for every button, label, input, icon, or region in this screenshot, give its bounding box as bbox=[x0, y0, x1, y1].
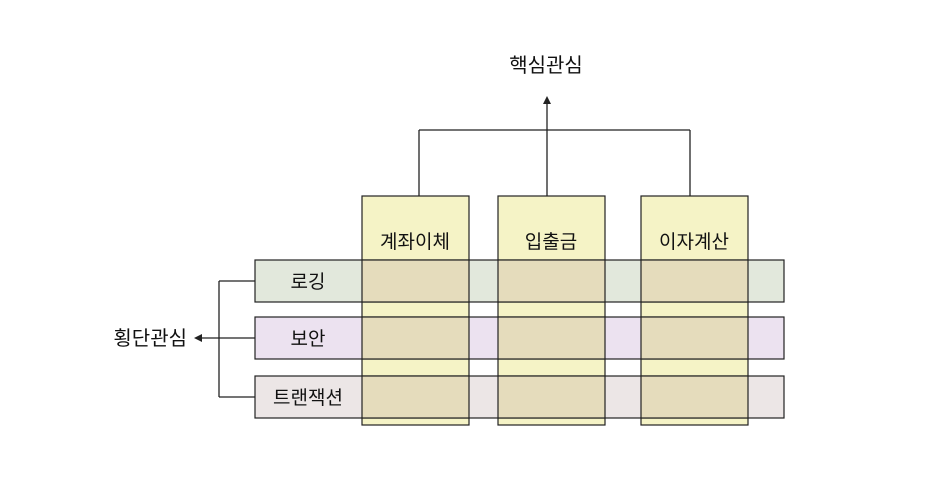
core-concern-title: 핵심관심 bbox=[509, 53, 583, 77]
overlap-security-interest-calculation bbox=[640, 316, 749, 360]
module-label-interest-calculation: 이자계산 bbox=[659, 231, 729, 253]
overlap-logging-deposit-withdrawal bbox=[497, 259, 606, 303]
overlap-cells bbox=[361, 259, 749, 419]
overlap-security-account-transfer bbox=[361, 316, 470, 360]
overlap-logging-account-transfer bbox=[361, 259, 470, 303]
aspect-label-transaction: 트랜잭션 bbox=[273, 387, 343, 409]
crosscutting-connector bbox=[194, 280, 255, 398]
overlap-transaction-interest-calculation bbox=[640, 375, 749, 419]
overlap-logging-interest-calculation bbox=[640, 259, 749, 303]
overlap-transaction-deposit-withdrawal bbox=[497, 375, 606, 419]
core-concern-connector bbox=[418, 96, 691, 196]
aspect-label-logging: 로깅 bbox=[291, 271, 326, 293]
module-label-account-transfer: 계좌이체 bbox=[380, 231, 450, 253]
crosscutting-concern-title: 횡단관심 bbox=[113, 326, 187, 350]
overlap-security-deposit-withdrawal bbox=[497, 316, 606, 360]
overlap-transaction-account-transfer bbox=[361, 375, 470, 419]
module-label-deposit-withdrawal: 입출금 bbox=[525, 231, 577, 253]
aspect-label-security: 보안 bbox=[291, 328, 326, 350]
